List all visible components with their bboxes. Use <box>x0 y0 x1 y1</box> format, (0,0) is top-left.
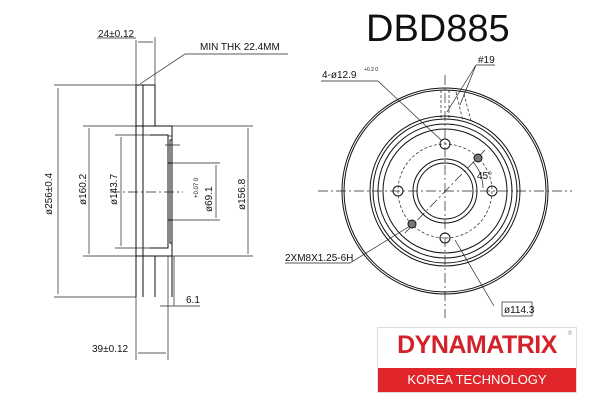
part-number-title: DBD885 <box>366 8 510 50</box>
logo-tagline: KOREA TECHNOLOGY <box>378 368 576 392</box>
logo-brand: DYNAMATRIX <box>397 331 557 359</box>
min-thickness-label: MIN THK 22.4MM <box>200 42 280 53</box>
bolt-holes-label: 4-ø12.9 <box>322 70 357 81</box>
outer-diameter-label: ø256±0.4 <box>44 172 55 215</box>
bore-tolerance-label: +0.07 0 <box>194 177 200 198</box>
threads-label: 2XM8X1.25-6H <box>285 253 353 264</box>
total-height-label: 39±0.12 <box>92 344 129 355</box>
hat-offset-label: 6.1 <box>186 295 200 306</box>
pcd-label: ø114.3 <box>504 305 535 316</box>
diameter-143-label: ø143.7 <box>109 173 120 205</box>
bore-diameter-label: ø69.1 <box>204 186 215 212</box>
thickness-label: 24±0.12 <box>98 29 135 40</box>
side-view: ø256±0.4 ø160.2 ø143.7 ø69.1 +0.07 0 ø15… <box>44 29 288 360</box>
registered-mark: ® <box>567 330 573 337</box>
diameter-160-label: ø160.2 <box>78 173 89 205</box>
bolt-holes <box>392 138 498 244</box>
vent-label: #19 <box>478 55 495 66</box>
dynamatrix-logo: DYNAMATRIX ® KOREA TECHNOLOGY <box>377 327 577 393</box>
bolt-tolerance-label: +0.2 0 <box>364 67 378 73</box>
front-view: 4-ø12.9 +0.2 0 #19 45° 2XM8X1.25-6H ø114… <box>285 55 572 318</box>
angle-label: 45° <box>477 171 492 182</box>
hat-diameter-label: ø156.8 <box>237 178 248 210</box>
